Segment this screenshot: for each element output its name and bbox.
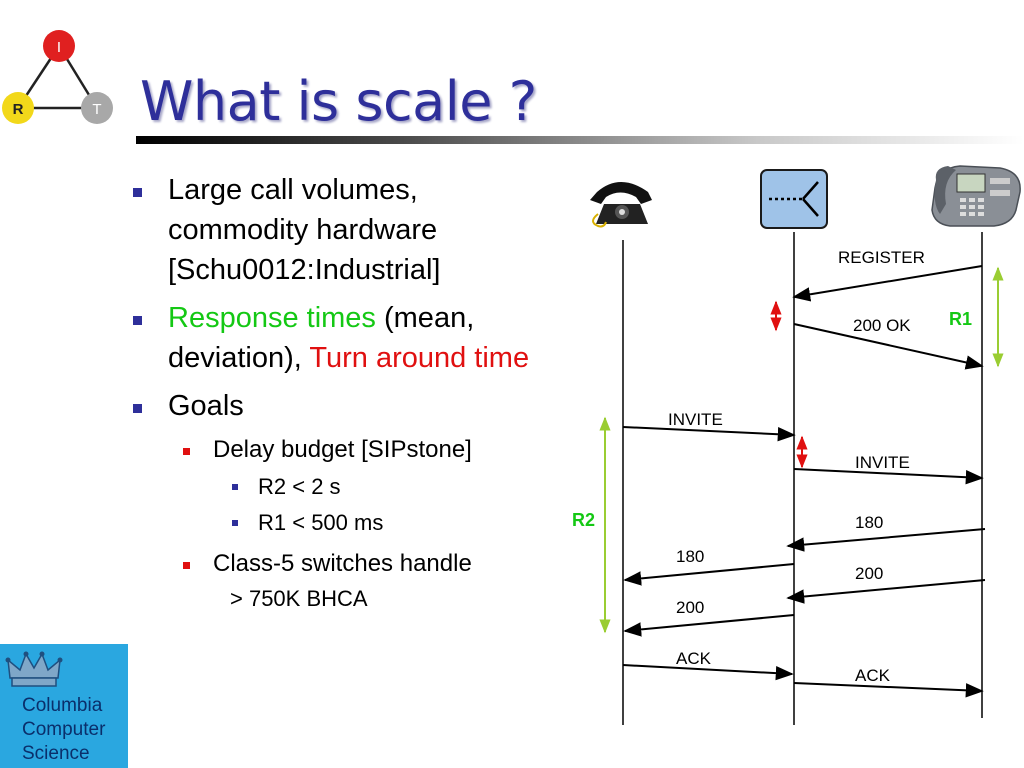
- irt-logo: I R T: [2, 30, 113, 124]
- logo-letter-r: R: [13, 101, 24, 118]
- deviation-text: deviation),: [168, 342, 310, 374]
- sub-sub-bullet-r1: R1 < 500 ms: [130, 508, 600, 538]
- columbia-logo: Columbia Computer Science: [0, 644, 128, 768]
- crown-icon: [5, 651, 63, 687]
- arrow-180-right: [786, 528, 986, 552]
- arrow-200-ok: [793, 323, 984, 370]
- old-telephone-icon: [590, 182, 652, 228]
- label-ack-left: ACK: [676, 649, 712, 668]
- arrow-invite-left: [622, 426, 796, 442]
- title-underline: [136, 136, 1024, 144]
- columbia-line3: Science: [22, 743, 90, 764]
- bullet-goals: Goals: [130, 386, 600, 426]
- arrow-200-right: [786, 579, 986, 604]
- label-180-right: 180: [855, 513, 883, 532]
- bullet-call-volumes-line2: commodity hardware: [168, 214, 438, 246]
- columbia-text: Columbia Computer Science: [22, 694, 105, 766]
- sip-proxy-icon: [760, 169, 828, 229]
- logo-letter-t: T: [92, 101, 101, 118]
- label-200-ok: 200 OK: [853, 316, 911, 335]
- label-180-left: 180: [676, 547, 704, 566]
- label-register: REGISTER: [838, 248, 925, 267]
- label-ack-right: ACK: [855, 666, 891, 685]
- sub-bullet-delay-budget: Delay budget [SIPstone]: [130, 434, 600, 466]
- bullet-response-times: Response times (mean, deviation), Turn a…: [130, 298, 600, 378]
- label-invite-left: INVITE: [668, 410, 723, 429]
- label-200-right: 200: [855, 564, 883, 583]
- r2-label: R2: [572, 510, 595, 530]
- columbia-line1: Columbia: [22, 695, 103, 716]
- label-invite-right: INVITE: [855, 453, 910, 472]
- mean-text: (mean,: [375, 302, 475, 334]
- r1-label: R1: [949, 309, 972, 329]
- bullet-call-volumes: Large call volumes, commodity hardware […: [130, 170, 600, 290]
- columbia-line2: Computer: [22, 719, 106, 740]
- turn-around-time-text: Turn around time: [309, 342, 530, 374]
- goals-label: Goals: [168, 390, 244, 422]
- bullet-call-volumes-line3: [Schu0012:Industrial]: [168, 254, 441, 286]
- arrow-200-left: [623, 614, 795, 637]
- arrow-invite-right: [793, 468, 984, 485]
- sub-bullet-class5: Class-5 switches handle: [130, 548, 600, 580]
- class5-bhca: > 750K BHCA: [230, 586, 368, 611]
- arrow-180-left: [623, 563, 795, 586]
- label-200-left: 200: [676, 598, 704, 617]
- bullet-call-volumes-line1: Large call volumes,: [168, 174, 418, 206]
- bullet-list: Large call volumes, commodity hardware […: [130, 170, 600, 614]
- slide-title: What is scale ?: [140, 70, 537, 133]
- arrow-ack-right: [793, 682, 984, 698]
- ip-phone-icon: [931, 165, 1021, 227]
- logo-letter-i: I: [57, 39, 61, 56]
- arrow-register: [792, 265, 983, 302]
- arrow-ack-left: [622, 664, 794, 681]
- sub-sub-bullet-r2: R2 < 2 s: [130, 472, 600, 502]
- response-times-text: Response times: [168, 302, 376, 334]
